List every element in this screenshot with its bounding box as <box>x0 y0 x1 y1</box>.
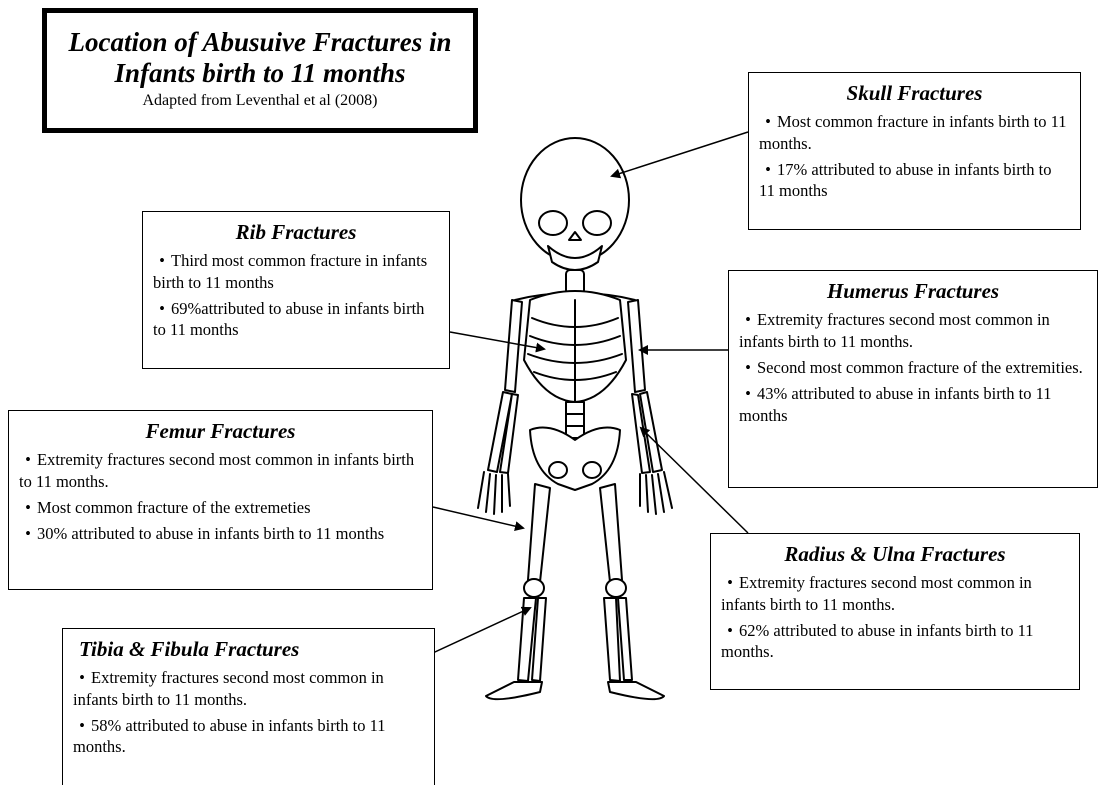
radius-ulna-fractures-box: Radius & Ulna Fractures •Extremity fract… <box>710 533 1080 690</box>
left-femur <box>528 484 550 582</box>
right-foot <box>608 682 664 699</box>
femur-fractures-box: Femur Fractures •Extremity fractures sec… <box>8 410 433 590</box>
tibia-item-1: •Extremity fractures second most common … <box>73 667 424 710</box>
skeleton-body <box>478 138 672 699</box>
rib-fractures-box: Rib Fractures •Third most common fractur… <box>142 211 450 369</box>
right-femur <box>600 484 622 582</box>
skull-item-2: •17% attributed to abuse in infants birt… <box>759 159 1070 202</box>
title-line-2: Infants birth to 11 months <box>47 58 473 89</box>
humerus-heading: Humerus Fractures <box>739 279 1087 303</box>
skull-arrow <box>612 132 748 176</box>
rib-item-1: •Third most common fracture in infants b… <box>153 250 439 293</box>
rib-item-2: •69%attributed to abuse in infants birth… <box>153 298 439 341</box>
humerus-item-2: •Second most common fracture of the extr… <box>739 357 1087 378</box>
humerus-item-3: •43% attributed to abuse in infants birt… <box>739 383 1087 426</box>
femur-item-3: •30% attributed to abuse in infants birt… <box>19 523 422 544</box>
left-foot <box>486 682 542 699</box>
skull-item-1: •Most common fracture in infants birth t… <box>759 111 1070 154</box>
humerus-item-1: •Extremity fractures second most common … <box>739 309 1087 352</box>
right-tibia-fibula <box>604 598 620 681</box>
skull-fractures-box: Skull Fractures •Most common fracture in… <box>748 72 1081 230</box>
radius-heading: Radius & Ulna Fractures <box>721 542 1069 566</box>
title-source: Adapted from Leventhal et al (2008) <box>47 92 473 110</box>
femur-item-1: •Extremity fractures second most common … <box>19 449 422 492</box>
right-humerus <box>628 300 645 392</box>
humerus-fractures-box: Humerus Fractures •Extremity fractures s… <box>728 270 1098 488</box>
skull-heading: Skull Fractures <box>759 81 1070 105</box>
femur-arrow <box>433 507 523 528</box>
skull <box>521 138 629 262</box>
title-box: Location of Abusuive Fractures in Infant… <box>42 8 478 133</box>
femur-heading: Femur Fractures <box>19 419 422 443</box>
title-line-1: Location of Abusuive Fractures in <box>47 27 473 58</box>
tibia-item-2: •58% attributed to abuse in infants birt… <box>73 715 424 758</box>
tibia-heading: Tibia & Fibula Fractures <box>73 637 424 661</box>
femur-item-2: •Most common fracture of the extremeties <box>19 497 422 518</box>
radius-item-2: •62% attributed to abuse in infants birt… <box>721 620 1069 663</box>
left-humerus <box>505 300 522 392</box>
rib-heading: Rib Fractures <box>153 220 439 244</box>
tibia-fibula-fractures-box: Tibia & Fibula Fractures •Extremity frac… <box>62 628 435 785</box>
radius-item-1: •Extremity fractures second most common … <box>721 572 1069 615</box>
